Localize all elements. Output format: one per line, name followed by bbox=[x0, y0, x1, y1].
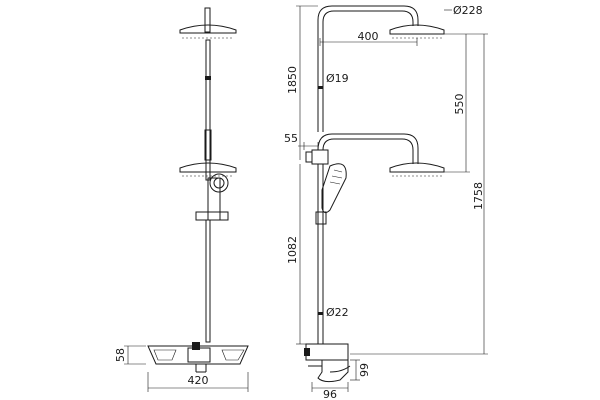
shelf-width-label: 420 bbox=[188, 374, 209, 387]
front-dimensions: 58 420 bbox=[114, 345, 249, 392]
side-top-shower-head bbox=[389, 24, 445, 35]
spout-length-label: 96 bbox=[323, 388, 337, 400]
lower-pipe-diameter-label: Ø22 bbox=[326, 306, 349, 319]
overall-height-label: 1758 bbox=[472, 182, 485, 210]
front-top-shower-head bbox=[179, 24, 237, 34]
front-hand-shower bbox=[209, 173, 229, 193]
side-spout bbox=[317, 360, 349, 383]
front-shelf bbox=[147, 345, 249, 365]
front-column bbox=[204, 7, 211, 33]
upper-pipe-diameter-label: Ø19 bbox=[326, 72, 349, 85]
head-drop-label: 550 bbox=[453, 94, 466, 115]
spout-height-label: 99 bbox=[358, 363, 371, 377]
side-view bbox=[304, 5, 445, 383]
side-hand-shower bbox=[321, 163, 347, 214]
front-view bbox=[147, 7, 249, 373]
head-diameter-label: Ø228 bbox=[453, 4, 483, 17]
lower-height-label: 1082 bbox=[286, 236, 299, 264]
arm-length-label: 400 bbox=[358, 30, 379, 43]
column-height-label: 1850 bbox=[286, 66, 299, 94]
shelf-height-label: 58 bbox=[114, 348, 127, 362]
side-upper-arm bbox=[317, 5, 419, 132]
front-mid-shower-head bbox=[179, 162, 237, 173]
side-mid-shower-head bbox=[389, 162, 445, 173]
side-dimensions: Ø228 400 1850 Ø19 550 1758 55 1082 Ø22 bbox=[284, 4, 488, 400]
front-mixer-body bbox=[187, 347, 211, 363]
side-mixer-body bbox=[305, 343, 349, 361]
side-lower-arm bbox=[317, 133, 419, 164]
lower-arm-offset-label: 55 bbox=[284, 132, 298, 145]
